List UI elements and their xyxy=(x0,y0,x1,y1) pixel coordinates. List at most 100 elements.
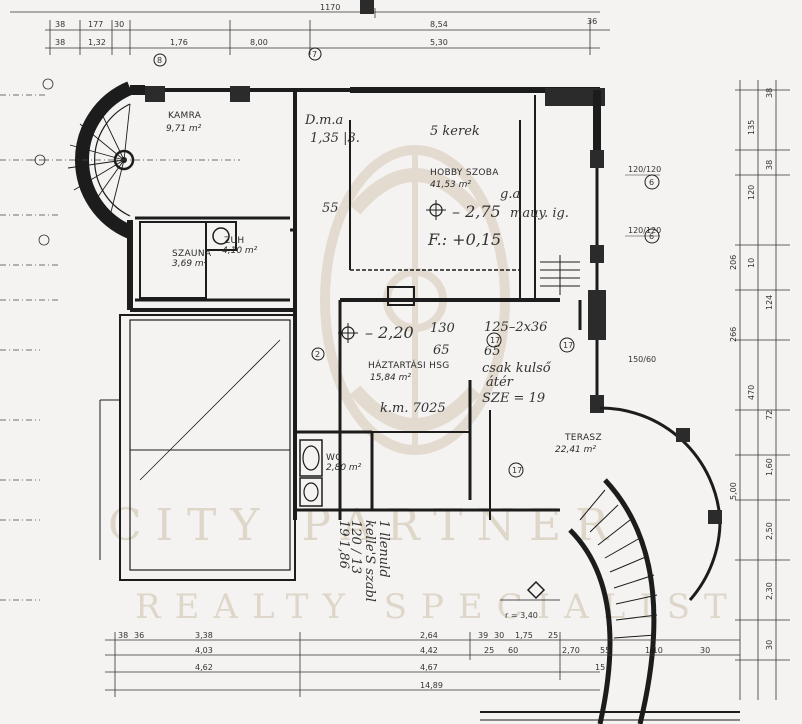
svg-text:2,30: 2,30 xyxy=(765,582,774,600)
svg-text:4,42: 4,42 xyxy=(420,646,438,655)
svg-text:KAMRA: KAMRA xyxy=(168,111,202,121)
radius-label: r = 3,40 xyxy=(505,611,538,620)
inner-stair xyxy=(540,255,580,295)
dimension-labels-bottom: 38 36 3,38 2,64 39 30 1,75 25 4,03 4,42 … xyxy=(118,611,710,690)
svg-text:1,10: 1,10 xyxy=(645,646,663,655)
svg-text:2,50: 2,50 xyxy=(765,522,774,540)
note-stairs-1: csak kulső xyxy=(482,361,552,376)
dim-top-800: 8,00 xyxy=(250,38,268,47)
dim-top-30: 30 xyxy=(114,20,124,29)
watermark-line2: REALTY SPECIALIST xyxy=(135,587,741,627)
dim-top-854: 8,54 xyxy=(430,20,448,29)
sauna-block xyxy=(139,221,237,299)
wc-fixtures xyxy=(299,439,323,507)
room-wc: WC 2,80 m² xyxy=(326,453,362,473)
note-room-kerek: 5 kerek xyxy=(430,124,480,139)
note-km: k.m. 7025 xyxy=(380,401,446,416)
dimension-chain-top xyxy=(10,8,610,55)
note-stairs-formula: 125–2x36 xyxy=(484,320,547,335)
svg-text:HOBBY SZOBA: HOBBY SZOBA xyxy=(430,168,499,178)
svg-text:3,38: 3,38 xyxy=(195,631,213,640)
svg-text:36: 36 xyxy=(134,631,144,640)
svg-text:25: 25 xyxy=(548,631,558,640)
terrace-outline xyxy=(599,406,722,601)
grid-circle-markers: 17 17 17 6 6 7 8 2 xyxy=(153,47,660,478)
svg-text:WC: WC xyxy=(326,453,342,463)
svg-text:1,60: 1,60 xyxy=(765,458,774,476)
dimension-chain-right xyxy=(735,80,790,700)
room-haztartasi: HÁZTARTÁSI HSG 15,84 m² xyxy=(368,359,449,383)
svg-text:38: 38 xyxy=(118,631,128,640)
svg-text:kelle'S szabl: kelle'S szabl xyxy=(362,520,377,602)
svg-text:6: 6 xyxy=(649,178,654,187)
svg-text:4,67: 4,67 xyxy=(420,663,438,672)
curved-exterior-stair xyxy=(500,478,658,724)
svg-text:120/120: 120/120 xyxy=(628,226,661,235)
dim-top-177: 177 xyxy=(88,20,103,29)
note-floor-level: F.: +0,15 xyxy=(427,230,501,249)
svg-text:38: 38 xyxy=(765,160,774,170)
svg-text:38: 38 xyxy=(765,88,774,98)
note-55: 55 xyxy=(322,201,339,216)
svg-text:4,62: 4,62 xyxy=(195,663,213,672)
bottom-wall-band xyxy=(360,0,740,721)
note-top-dma: D.m.a xyxy=(304,113,343,128)
note-stairs-2: átér xyxy=(486,375,514,390)
svg-text:22,41 m²: 22,41 m² xyxy=(555,445,596,455)
note-top-2: 1,35 |3. xyxy=(310,131,360,146)
svg-text:17: 17 xyxy=(490,336,500,345)
dimension-labels-right: 38 135 38 120 206 10 124 266 470 72 1,60… xyxy=(729,88,774,650)
svg-text:15,84 m²: 15,84 m² xyxy=(370,373,411,383)
dim-top-530: 5,30 xyxy=(430,38,448,47)
svg-text:1 llenuld: 1 llenuld xyxy=(376,520,391,578)
room-szauna: SZAUNA 3,69 m² xyxy=(172,249,212,269)
svg-text:8: 8 xyxy=(157,56,162,65)
svg-text:5,00: 5,00 xyxy=(729,482,738,500)
svg-text:25: 25 xyxy=(484,646,494,655)
svg-text:120/120: 120/120 xyxy=(628,165,661,174)
room-zuhany: ZUH 4,10 m² xyxy=(222,236,258,256)
svg-text:17: 17 xyxy=(563,341,573,350)
svg-text:55: 55 xyxy=(600,646,610,655)
svg-text:4,03: 4,03 xyxy=(195,646,213,655)
svg-text:2,70: 2,70 xyxy=(562,646,580,655)
lower-left-block xyxy=(99,314,296,581)
svg-text:10: 10 xyxy=(747,258,756,268)
svg-text:266: 266 xyxy=(729,327,738,342)
svg-text:4,10 m²: 4,10 m² xyxy=(222,246,258,256)
svg-text:TERASZ: TERASZ xyxy=(564,433,602,443)
level-markers xyxy=(338,200,446,343)
room-kamra: KAMRA 9,71 m² xyxy=(166,111,202,134)
svg-text:41,53 m²: 41,53 m² xyxy=(430,180,471,190)
svg-text:14,89: 14,89 xyxy=(420,681,443,690)
svg-text:60: 60 xyxy=(508,646,518,655)
svg-text:HÁZTARTÁSI HSG: HÁZTARTÁSI HSG xyxy=(368,359,449,371)
svg-text:3,69 m²: 3,69 m² xyxy=(172,259,208,269)
svg-text:9,71 m²: 9,71 m² xyxy=(166,124,202,134)
svg-text:2: 2 xyxy=(315,350,320,359)
note-hobby-level-note: mauy. ig. xyxy=(510,206,569,221)
note-65b: 65 xyxy=(484,344,501,359)
note-sze: SZE = 19 xyxy=(482,391,545,406)
left-grid-lines xyxy=(0,94,60,601)
svg-text:470: 470 xyxy=(747,385,756,400)
svg-text:1,86: 1,86 xyxy=(336,540,351,569)
svg-text:150/60: 150/60 xyxy=(628,355,656,364)
room-terasz: TERASZ 22,41 m² xyxy=(555,433,602,455)
dim-top-38b: 38 xyxy=(55,38,65,47)
svg-text:6: 6 xyxy=(649,232,654,241)
svg-text:120 / 13: 120 / 13 xyxy=(348,520,363,574)
exterior-walls xyxy=(127,85,606,520)
svg-text:SZAUNA: SZAUNA xyxy=(172,249,212,259)
dim-top-36: 36 xyxy=(587,17,597,26)
note-ga: g.a xyxy=(500,187,520,202)
svg-text:39: 39 xyxy=(478,631,488,640)
note-65a: 65 xyxy=(433,343,450,358)
svg-text:17: 17 xyxy=(512,466,522,475)
svg-text:135: 135 xyxy=(747,120,756,135)
note-haztartasi-level: – 2,20 xyxy=(365,323,414,342)
spiral-stair-tower xyxy=(30,78,240,246)
svg-text:2,64: 2,64 xyxy=(420,631,438,640)
